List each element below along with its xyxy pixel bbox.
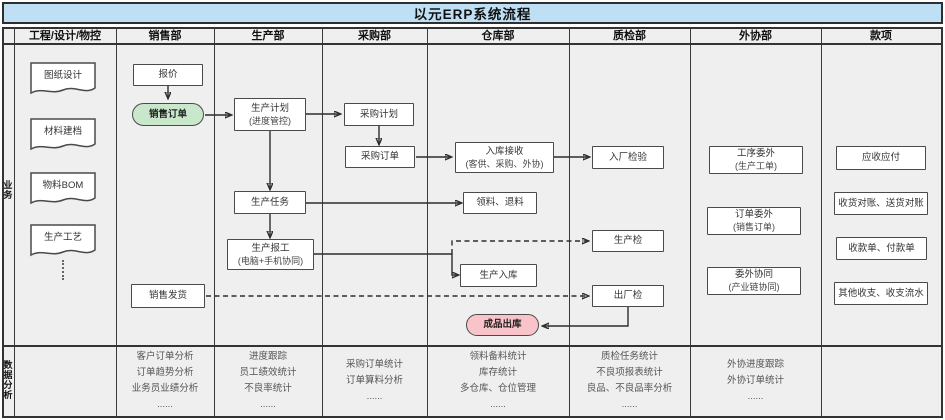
document-shape-icon [30, 118, 96, 151]
node-other-income-expense: 其他收支、收支流水 [834, 282, 928, 305]
grid-hline-header [2, 43, 943, 45]
doc-material-archive: 材料建档 [30, 118, 96, 154]
col-header-engineering: 工程/设计/物控 [28, 30, 102, 42]
node-reconciliation: 收货对账、送货对账 [834, 192, 928, 215]
analysis-warehouse: 领料备料统计 库存统计 多仓库、仓位管理 ...... [459, 351, 536, 410]
node-purchase-order: 采购订单 [345, 146, 415, 168]
doc-material-bom: 物料BOM [30, 172, 96, 208]
node-receipt-payment: 收款单、付款单 [836, 237, 927, 260]
grid-vline [214, 27, 215, 418]
doc-drawing-design: 图纸设计 [30, 62, 96, 98]
node-finished-outbound: 成品出库 [466, 314, 539, 336]
node-outgoing-inspection: 出厂检 [592, 285, 664, 307]
ellipsis-dots [62, 260, 64, 280]
col-header-quality: 质检部 [613, 30, 646, 42]
node-process-outsourcing: 工序委外 (生产工单) [709, 146, 803, 174]
col-header-outsourcing: 外协部 [739, 30, 772, 42]
node-production-report: 生产报工 (电脑+手机协同) [227, 239, 314, 270]
node-production-plan: 生产计划 (进度管控) [234, 98, 306, 131]
col-header-sales: 销售部 [148, 30, 182, 42]
col-header-production: 生产部 [251, 30, 285, 42]
node-receivable-payable: 应收应付 [836, 146, 926, 170]
analysis-production: 进度跟踪 员工绩效统计 不良率统计 ...... [239, 351, 297, 410]
row-label-analysis: 数据分析 [3, 360, 13, 400]
document-shape-icon [30, 62, 96, 95]
node-quote: 报价 [133, 64, 203, 86]
node-purchase-plan: 采购计划 [344, 103, 414, 126]
row-label-business: 业务 [3, 180, 13, 200]
analysis-outsourcing: 外协进度跟踪 外协订单统计 ...... [726, 359, 784, 402]
grid-vline [821, 27, 822, 418]
node-incoming-inspection: 入厂检验 [592, 146, 664, 169]
node-production-task: 生产任务 [234, 191, 306, 214]
grid-vline [322, 27, 323, 418]
analysis-purchase: 采购订单统计 订单算料分析 ...... [345, 359, 403, 402]
grid-hline-analysis [2, 345, 943, 347]
analysis-sales: 客户订单分析 订单趋势分析 业务员业绩分析 ...... [131, 351, 199, 410]
node-inbound-receipt: 入库接收 (客供、采购、外协) [455, 142, 554, 173]
col-header-purchase: 采购部 [358, 30, 391, 42]
grid-vline [690, 27, 691, 418]
node-production-inbound: 生产入库 [460, 264, 537, 287]
node-production-inspection: 生产检 [592, 230, 664, 252]
node-sales-order: 销售订单 [132, 103, 204, 126]
node-material-issue-return: 领料、退料 [463, 192, 537, 214]
grid-vline [427, 27, 428, 418]
col-header-payment: 款项 [870, 30, 892, 42]
col-header-warehouse: 仓库部 [481, 30, 515, 42]
node-sales-delivery: 销售发货 [131, 284, 205, 308]
analysis-quality: 质检任务统计 不良项报表统计 良品、不良品率分析 ...... [586, 351, 673, 410]
grid-vline [116, 27, 117, 418]
grid-vline [14, 27, 15, 418]
node-order-outsourcing: 订单委外 (销售订单) [707, 207, 801, 235]
document-shape-icon [30, 172, 96, 205]
doc-production-craft: 生产工艺 [30, 224, 96, 260]
grid-vline [569, 27, 570, 418]
node-outsourcing-collab: 委外协同 (产业链协同) [707, 267, 801, 295]
diagram-title: 以元ERP系统流程 [2, 2, 943, 24]
document-shape-icon [30, 224, 96, 257]
